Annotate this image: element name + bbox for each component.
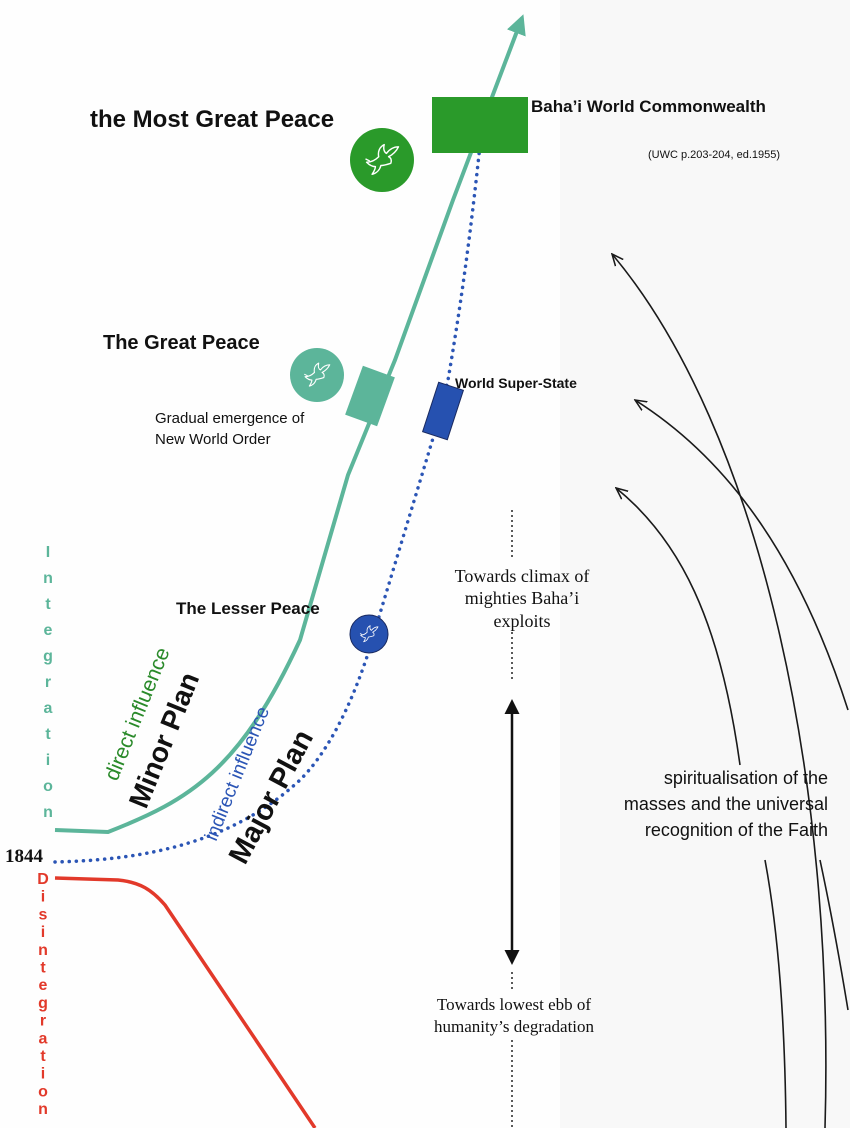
new-world-order-box [345,365,395,427]
spiritualisation-label-line3: recognition of the Faith [645,820,828,840]
lesser-peace-circle [349,614,389,654]
integration-letter: t [45,596,51,613]
great-peace-label: The Great Peace [103,332,260,354]
faith-arrow-1 [612,254,827,1128]
new-world-order-label-line1: Gradual emergence of [155,410,305,427]
disintegration-letter: i [41,924,45,941]
climax-label-line2: mighties Baha’i [465,588,579,608]
faith-arrow-lower-2 [819,859,849,1011]
ebb-label-line2: humanity’s degradation [434,1017,595,1036]
disintegration-letter: t [40,1048,46,1065]
disintegration-letter: D [37,871,49,888]
disintegration-letter: i [41,1066,45,1083]
disintegration-letter: e [39,977,48,994]
climax-label-line1: Towards climax of [455,566,590,586]
disintegration-line [54,876,317,1128]
most-great-peace-circle [350,128,414,192]
ebb-label-line1: Towards lowest ebb of [437,995,591,1014]
integration-letter: r [45,674,51,691]
spiritualisation-label-line1: spiritualisation of the [664,768,828,788]
disintegration-letter: n [38,942,48,959]
integration-letter: e [44,622,53,639]
disintegration-letter: s [39,906,48,923]
faith-arrow-lower-1 [764,859,787,1128]
disintegration-letter: n [38,1101,48,1118]
integration-letter: g [43,648,53,665]
disintegration-letter: o [38,1083,48,1100]
integration-letter: t [45,726,51,743]
integration-letter: n [43,570,53,587]
integration-letter: a [44,700,53,717]
world-commonwealth-box [432,97,528,153]
world-commonwealth-label: Baha’i World Commonwealth [531,97,766,116]
faith-arrow-3 [616,488,741,766]
climax-label-line3: exploits [494,611,551,631]
disintegration-letter: g [38,995,48,1012]
integration-letter: I [46,544,50,561]
world-super-state-label: World Super-State [455,375,577,391]
faith-arrow-2 [635,400,849,711]
major-plan-line [53,143,482,864]
great-peace-circle [290,348,344,402]
most-great-peace-label: the Most Great Peace [90,106,334,133]
spiritualisation-label-line2: masses and the universal [624,794,828,814]
disintegration-letter: i [41,889,45,906]
integration-letter: i [46,752,50,769]
background-shade [560,0,850,1128]
disintegration-letter: t [40,960,46,977]
new-world-order-label-line2: New World Order [155,431,271,448]
integration-letter: n [43,804,53,821]
integration-letter: o [43,778,53,795]
integration-line [54,14,526,835]
world-super-state-box [421,381,465,441]
disintegration-letter: r [40,1013,46,1030]
world-commonwealth-reference: (UWC p.203-204, ed.1955) [648,149,780,161]
lesser-peace-label: The Lesser Peace [176,599,320,618]
year-label: 1844 [5,846,44,867]
disintegration-letter: a [39,1030,48,1047]
